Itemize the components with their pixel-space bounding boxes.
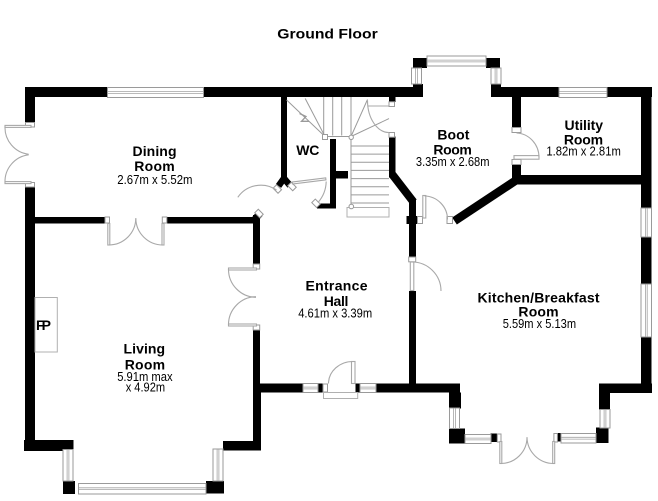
svg-text:Hall: Hall	[324, 293, 349, 309]
svg-text:Utility: Utility	[565, 117, 604, 133]
svg-text:WC: WC	[296, 142, 319, 158]
svg-text:Room: Room	[134, 158, 175, 174]
svg-text:1.82m x 2.81m: 1.82m x 2.81m	[546, 144, 621, 158]
svg-text:Living: Living	[124, 341, 166, 357]
svg-text:Entrance: Entrance	[305, 278, 367, 294]
svg-text:x 4.92m: x 4.92m	[126, 381, 165, 395]
svg-text:Dining: Dining	[133, 143, 177, 159]
svg-text:4.61m x 3.39m: 4.61m x 3.39m	[298, 307, 372, 321]
svg-text:Room: Room	[125, 356, 165, 372]
svg-text:Boot: Boot	[437, 126, 469, 142]
svg-text:Room: Room	[564, 131, 603, 147]
svg-text:2.67m x 5.52m: 2.67m x 5.52m	[117, 173, 192, 187]
svg-text:3.35m x 2.68m: 3.35m x 2.68m	[416, 155, 490, 169]
svg-text:Kitchen/Breakfast: Kitchen/Breakfast	[478, 289, 600, 305]
svg-text:5.91m max: 5.91m max	[117, 370, 173, 384]
svg-text:Ground Floor: Ground Floor	[277, 26, 378, 42]
svg-text:Room: Room	[518, 303, 558, 319]
svg-text:Room: Room	[433, 141, 472, 157]
svg-text:FP: FP	[36, 317, 51, 333]
svg-text:5.59m x 5.13m: 5.59m x 5.13m	[503, 317, 576, 331]
